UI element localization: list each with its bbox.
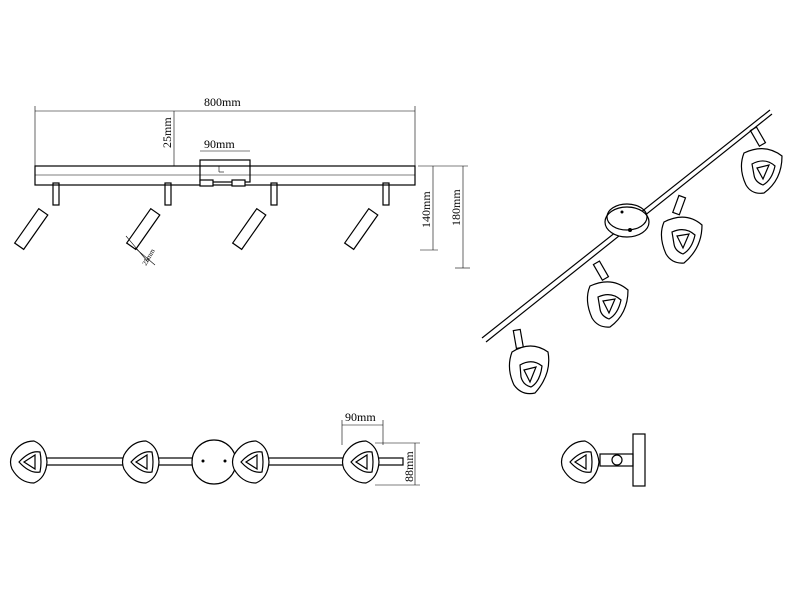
front-view: 800mm 25mm 90mm <box>13 95 470 269</box>
head-height-label: 88mm <box>402 451 416 482</box>
perspective-head-2 <box>586 260 629 328</box>
side-view-arm <box>599 453 634 467</box>
perspective-head-3 <box>660 194 703 264</box>
side-view <box>560 433 646 487</box>
front-spot-3 <box>231 182 278 251</box>
front-rail <box>34 165 416 186</box>
width-dimension-label: 800mm <box>204 95 241 109</box>
height-140-label: 140mm <box>419 191 433 228</box>
perspective-head-4 <box>740 126 783 194</box>
side-view-head <box>560 440 600 484</box>
front-spot-2 <box>125 182 172 251</box>
top-view: 90mm 88mm <box>9 410 420 486</box>
side-view-canopy <box>632 433 646 487</box>
top-view-head-4 <box>341 440 380 484</box>
perspective-view <box>481 109 783 395</box>
front-spot-1 <box>13 182 60 251</box>
small-dimension-label: 25mm <box>141 247 157 267</box>
perspective-canopy <box>604 203 650 238</box>
head-width-label: 90mm <box>345 410 376 424</box>
height-180-label: 180mm <box>449 189 463 226</box>
canopy-width-label: 90mm <box>204 137 235 151</box>
rail-offset-label: 25mm <box>160 117 174 148</box>
top-view-head-1 <box>9 440 48 484</box>
perspective-head-1 <box>508 328 550 395</box>
top-view-head-3 <box>231 440 270 484</box>
front-canopy <box>199 159 251 183</box>
front-spot-4 <box>343 182 390 251</box>
top-view-canopy <box>191 439 237 485</box>
top-view-head-2 <box>121 440 160 484</box>
